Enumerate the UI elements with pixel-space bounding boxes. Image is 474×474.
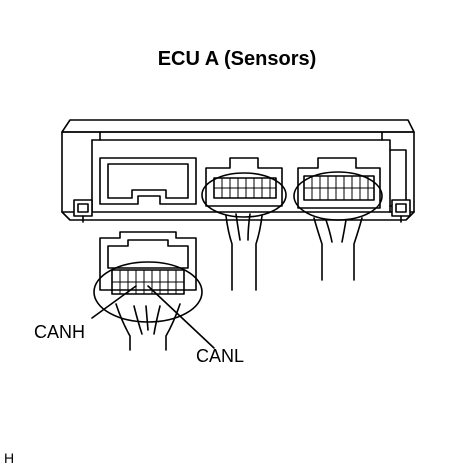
ecu-connector-right bbox=[293, 157, 383, 281]
ecu-connector-middle bbox=[201, 157, 287, 291]
unplugged-connector bbox=[93, 231, 203, 351]
ecu-housing bbox=[61, 119, 415, 221]
mount-screw-right bbox=[391, 199, 411, 223]
mount-screw-left bbox=[73, 199, 93, 223]
ecu-port-empty bbox=[99, 157, 197, 205]
canl-leader bbox=[147, 285, 215, 349]
canh-label: CANH bbox=[34, 322, 86, 342]
diagram-title: ECU A (Sensors) bbox=[157, 48, 317, 70]
canl-label: CANL bbox=[196, 346, 245, 366]
canh-leader bbox=[91, 285, 137, 319]
corner-mark: H bbox=[4, 450, 15, 466]
